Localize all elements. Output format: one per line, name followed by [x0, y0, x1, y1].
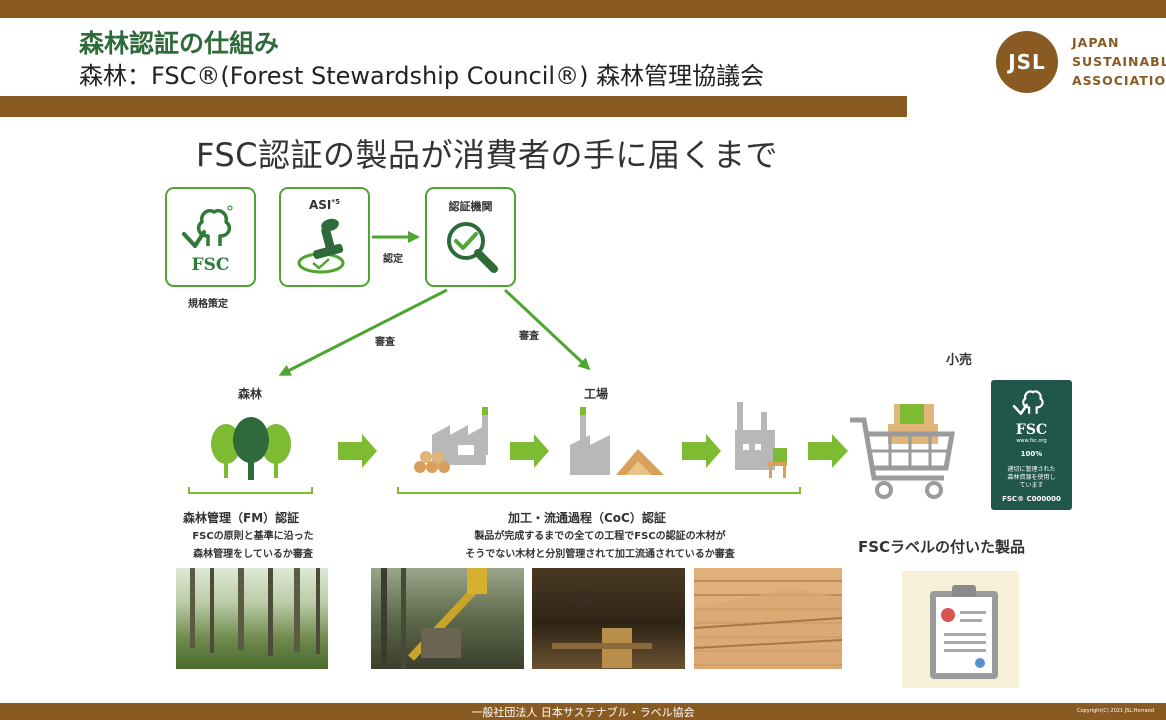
- certification-body-title: 認証機関: [448, 200, 493, 213]
- sawmill-photo-timber: [552, 589, 652, 668]
- fsc-label-brand: FSC: [1015, 422, 1048, 438]
- jsl-logo: JSL: [996, 31, 1058, 93]
- fsc-tree-check-icon: [182, 205, 233, 248]
- top-bar: [0, 0, 1166, 18]
- forest-photo: [176, 568, 328, 669]
- fm-description-line: 森林管理をしているか審査: [193, 549, 313, 560]
- factory-label: 工場: [584, 387, 609, 401]
- fm-certification-title: 森林管理（FM）認証: [183, 511, 300, 525]
- asi-title-text: ASI: [309, 198, 332, 212]
- fsc-box: FSC: [165, 187, 256, 287]
- jsl-name-line: ASSOCIATION: [1072, 73, 1166, 88]
- stamp-icon: [297, 218, 345, 274]
- asi-box: ASI*5: [279, 187, 370, 287]
- coc-description: 製品が完成するまでの全ての工程でFSCの認証の木材が そうでない木材と分別管理さ…: [430, 528, 770, 564]
- certificate-illustration: [902, 571, 1019, 688]
- lumber-photo-stack: [694, 588, 842, 669]
- fsc-box-text: FSC: [191, 255, 230, 275]
- slide-title: 森林認証の仕組み: [79, 29, 280, 58]
- fsc-label-code: FSC® C000000: [1002, 495, 1061, 503]
- diagram-heading: FSC認証の製品が消費者の手に届くまで: [196, 136, 779, 174]
- slide-title-sub: 森林：FSC®(Forest Stewardship Council®) 森林管…: [79, 62, 765, 90]
- harvester-photo-machine: [381, 568, 487, 669]
- forest-label: 森林: [238, 387, 263, 401]
- fm-description-line: FSCの原則と基準に沿った: [192, 531, 314, 542]
- coc-certification-title: 加工・流通過程（CoC）認証: [508, 511, 666, 525]
- audit-label-forest: 審査: [375, 337, 395, 348]
- jsl-name-line: SUSTAINABLE: [1072, 54, 1166, 69]
- audit-label-factory: 審査: [519, 331, 539, 342]
- jsl-org-name: JAPAN SUSTAINABLE ASSOCIATION: [1072, 33, 1166, 90]
- forest-trees-icon: [211, 417, 291, 480]
- fsc-label-text: 適切に管理された: [1007, 466, 1056, 473]
- retail-label: 小売: [946, 353, 973, 368]
- lumber-photo: [694, 568, 842, 669]
- certification-body-box: 認証機関: [425, 187, 516, 287]
- fsc-product-label: FSC www.fsc.org 100% 適切に管理された 森林資源を使用し て…: [991, 380, 1072, 510]
- jsl-name-line: JAPAN: [1072, 35, 1120, 50]
- fsc-label-percent: 100%: [1020, 450, 1043, 458]
- title-underline-bar: [0, 96, 907, 117]
- forest-photo-trunks: [190, 568, 320, 656]
- fsc-labeled-product-title: FSCラベルの付いた製品: [858, 538, 1026, 556]
- factory-logs-icon: [414, 407, 488, 473]
- footer-bar: [0, 703, 1166, 720]
- fsc-label-url: www.fsc.org: [1016, 438, 1047, 444]
- factory-furniture-icon: [735, 402, 787, 478]
- factory-lumber-icon: [570, 407, 664, 475]
- fsc-label-text: ています: [1019, 482, 1044, 489]
- fsc-label-text: 森林資源を使用し: [1007, 474, 1056, 481]
- magnifier-check-icon: [447, 222, 498, 273]
- asi-footnote: *5: [331, 198, 340, 206]
- asi-title: ASI*5: [309, 198, 340, 212]
- sawmill-photo: [532, 568, 685, 669]
- shopping-cart-icon: [850, 404, 955, 499]
- coc-description-line: そうでない木材と分別管理されて加工流通されているか審査: [465, 549, 735, 560]
- fm-description: FSCの原則と基準に沿った 森林管理をしているか審査: [168, 528, 338, 564]
- fsc-tree-check-icon: [1012, 390, 1044, 415]
- coc-description-line: 製品が完成するまでの全ての工程でFSCの認証の木材が: [474, 531, 726, 542]
- harvester-photo: [371, 568, 524, 669]
- fsc-caption: 規格策定: [188, 299, 228, 310]
- certificate-clipboard-icon: [930, 585, 998, 679]
- footer-organization: 一般社団法人 日本サステナブル・ラベル協会: [471, 706, 695, 719]
- footer-copyright: Copyright(C) 2021 JSL.Herrand: [1077, 708, 1155, 714]
- accreditation-label: 認定: [383, 254, 403, 265]
